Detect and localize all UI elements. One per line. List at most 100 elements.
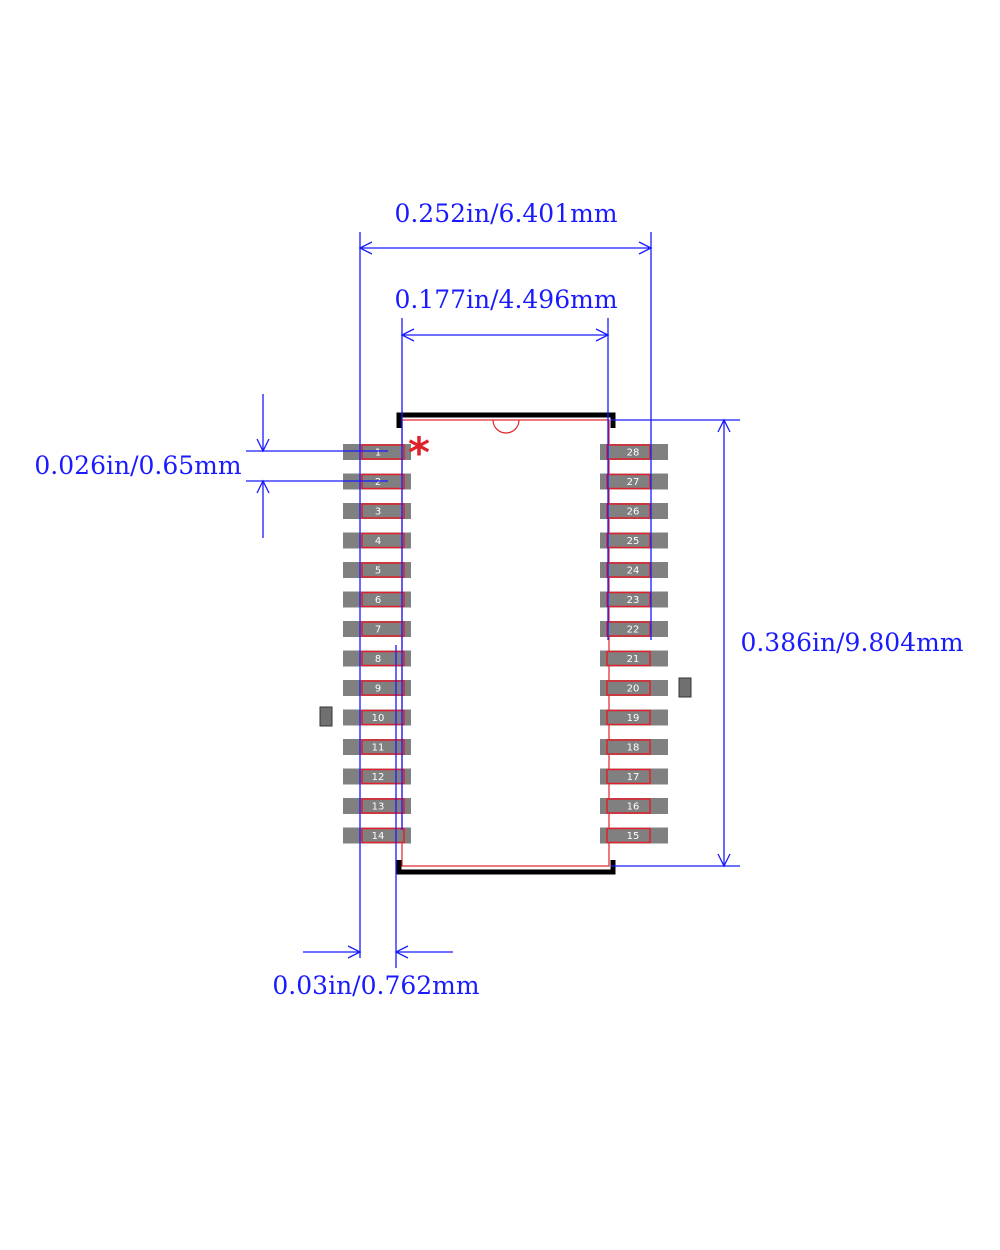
pin-pitch-label: 0.026in/0.65mm: [34, 451, 241, 480]
pad-outline: [361, 650, 405, 667]
right-pad-20: 20: [600, 680, 668, 696]
left-pad-6: 6: [343, 591, 411, 608]
pin-number: 7: [375, 625, 381, 636]
pad-outline: [361, 680, 405, 696]
dimension-body-width: 0.177in/4.496mm: [394, 285, 618, 830]
pin-number: 12: [372, 772, 385, 783]
pad-outline: [606, 709, 651, 726]
package-body-outline: [401, 419, 610, 867]
right-pad-22: 22: [600, 621, 668, 637]
pin1-marker: *: [408, 428, 430, 477]
right-pad-row: 28 27 26 25 24 23 22 21 20 19 18 17 16 15: [600, 444, 668, 844]
right-pad-23: 23: [600, 591, 668, 608]
pad-outline: [606, 680, 651, 696]
overall-length-label: 0.386in/9.804mm: [740, 628, 963, 657]
pin-number: 8: [375, 654, 381, 665]
pad: [600, 827, 668, 844]
dimension-overall-width: 0.252in/6.401mm: [358, 199, 653, 958]
pad: [600, 650, 668, 667]
right-pad-15: 15: [600, 827, 668, 844]
pad-outline: [606, 503, 651, 519]
pad-outline: [361, 444, 405, 460]
pad-outline: [606, 444, 651, 460]
pin-number: 9: [375, 684, 381, 695]
pin-number: 15: [627, 831, 640, 842]
left-pad-9: 9: [343, 680, 411, 696]
pad-outline: [361, 739, 405, 755]
pin-number: 2: [375, 477, 381, 488]
pad-outline: [361, 827, 405, 844]
left-marker: [319, 706, 333, 727]
pad: [600, 739, 668, 755]
pad-outline: [361, 709, 405, 726]
silkscreen: [396, 412, 616, 875]
right-pad-21: 21: [600, 650, 668, 667]
pad-outline: [361, 503, 405, 519]
right-pad-26: 26: [600, 503, 668, 519]
pin-number: 21: [627, 654, 640, 665]
pin-number: 4: [375, 536, 381, 547]
pin-number: 18: [627, 743, 640, 754]
right-pad-18: 18: [600, 739, 668, 755]
pad: [600, 680, 668, 696]
pin-number: 25: [627, 536, 640, 547]
dimension-pad-length: 0.03in/0.762mm: [272, 645, 480, 1000]
pin-number: 17: [627, 772, 640, 783]
pad-outline: [606, 827, 651, 844]
pad: [600, 768, 668, 785]
pad: [600, 798, 668, 814]
right-marker: [678, 677, 692, 698]
pin-number: 6: [375, 595, 381, 606]
left-pad-12: 12: [343, 768, 411, 785]
pin-number: 26: [627, 507, 640, 518]
pin-number: 3: [375, 507, 381, 518]
pin-number: 1: [375, 448, 381, 459]
pin-number: 5: [375, 566, 381, 577]
pin-number: 22: [627, 625, 640, 636]
right-pad-25: 25: [600, 532, 668, 549]
pad-outline: [361, 621, 405, 637]
left-pad-1: 1: [343, 444, 411, 460]
body-width-label: 0.177in/4.496mm: [394, 285, 617, 314]
pin-number: 27: [627, 477, 640, 488]
pad-outline: [361, 532, 405, 549]
pin-number: 20: [627, 684, 640, 695]
pad-outline: [361, 562, 405, 578]
pad-outline: [606, 768, 651, 785]
dimension-overall-length: 0.386in/9.804mm: [611, 418, 964, 868]
pad-outline: [606, 739, 651, 755]
pin-number: 14: [372, 831, 385, 842]
pad-length-label: 0.03in/0.762mm: [272, 971, 479, 1000]
right-pad-24: 24: [600, 562, 668, 578]
pin-number: 13: [372, 802, 385, 813]
left-pad-3: 3: [343, 503, 411, 519]
pad-outline: [606, 798, 651, 814]
left-pad-11: 11: [343, 739, 411, 755]
left-pad-4: 4: [343, 532, 411, 549]
pad-outline: [606, 473, 651, 490]
left-pad-10: 10: [343, 709, 411, 726]
left-pad-8: 8: [343, 650, 411, 667]
dimension-pin-pitch: 0.026in/0.65mm: [34, 394, 388, 538]
left-pad-5: 5: [343, 562, 411, 578]
left-pad-7: 7: [343, 621, 411, 637]
pad-outline: [606, 591, 651, 608]
pad-outline: [361, 768, 405, 785]
right-pad-16: 16: [600, 798, 668, 814]
pad-outline: [361, 591, 405, 608]
pad-outline: [361, 798, 405, 814]
pad: [600, 709, 668, 726]
right-pad-19: 19: [600, 709, 668, 726]
pad-outline: [606, 532, 651, 549]
right-pad-28: 28: [600, 444, 668, 460]
pad-outline: [606, 650, 651, 667]
pad-outline: [606, 562, 651, 578]
left-pad-13: 13: [343, 798, 411, 814]
pin-number: 24: [627, 566, 640, 577]
right-pad-27: 27: [600, 473, 668, 490]
pin-number: 11: [372, 743, 385, 754]
overall-width-label: 0.252in/6.401mm: [394, 199, 617, 228]
pin-number: 28: [627, 448, 640, 459]
